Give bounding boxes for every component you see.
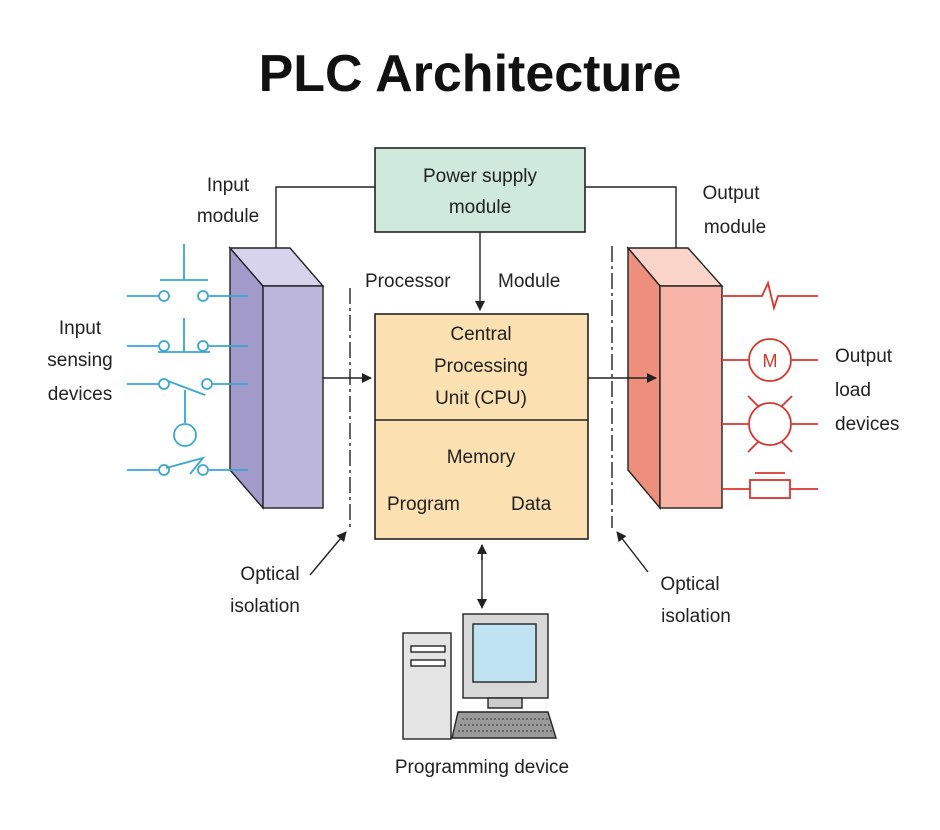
output-devices-label-3: devices: [835, 414, 899, 435]
output-module-front: [659, 285, 723, 509]
processor-module: Central Processing Unit (CPU) Memory Pro…: [374, 313, 589, 540]
memory-program-label: Program: [387, 494, 460, 515]
data-flow-arrows: [323, 373, 657, 609]
pilot-lamp: [722, 395, 818, 453]
power-lines: [271, 186, 681, 311]
power-supply-label-1: Power supply: [423, 166, 538, 187]
power-supply-label-2: module: [449, 197, 511, 218]
input-module-label-2: module: [197, 206, 259, 227]
motor-symbol: M: [763, 351, 778, 371]
cpu-block: [374, 313, 589, 540]
input-module: Input module: [197, 175, 325, 510]
input-module-front: [262, 285, 324, 509]
cpu-label-2: Processing: [434, 356, 528, 377]
input-module-side: [229, 246, 264, 510]
input-sensing-devices: [127, 244, 248, 476]
output-module: Output module: [626, 183, 766, 510]
optical-left-label-1: Optical: [240, 564, 299, 585]
input-devices-label-3: devices: [48, 384, 112, 405]
power-to-input-arrow: [271, 186, 375, 271]
monitor-screen: [472, 623, 537, 683]
limit-switch: [127, 456, 248, 476]
motor: [722, 338, 818, 382]
module-label: Module: [498, 271, 560, 292]
output-module-label-1: Output: [702, 183, 760, 204]
pushbutton-switch-1: [127, 244, 248, 302]
memory-data-label: Data: [511, 494, 552, 515]
optical-isolation-lines: [309, 246, 649, 576]
input-module-label-1: Input: [207, 175, 250, 196]
programming-device: [402, 613, 557, 740]
left-isolation-pointer: [309, 531, 347, 576]
input-devices-label-2: sensing: [47, 350, 113, 371]
optical-left-label-2: isolation: [230, 596, 300, 617]
programming-device-label: Programming device: [395, 757, 569, 778]
output-load-devices: [722, 280, 818, 499]
page-title: PLC Architecture: [258, 45, 682, 103]
output-devices-label-1: Output: [835, 346, 893, 367]
cpu-label-1: Central: [450, 324, 511, 345]
power-to-output-arrow: [585, 186, 681, 271]
pushbutton-switch-2: [127, 318, 248, 353]
processor-label: Processor: [365, 271, 451, 292]
cpu-label-3: Unit (CPU): [435, 388, 527, 409]
memory-label: Memory: [447, 447, 516, 468]
output-devices-label-2: load: [835, 380, 871, 401]
optical-right-label-1: Optical: [660, 574, 719, 595]
power-supply-module: Power supply module: [374, 147, 586, 233]
heater-element: [722, 280, 818, 312]
input-devices-label-1: Input: [59, 318, 102, 339]
horn: [722, 472, 818, 499]
float-switch: [127, 378, 248, 447]
right-isolation-pointer: [616, 531, 649, 573]
optical-right-label-2: isolation: [661, 606, 731, 627]
output-module-label-2: module: [704, 217, 766, 238]
